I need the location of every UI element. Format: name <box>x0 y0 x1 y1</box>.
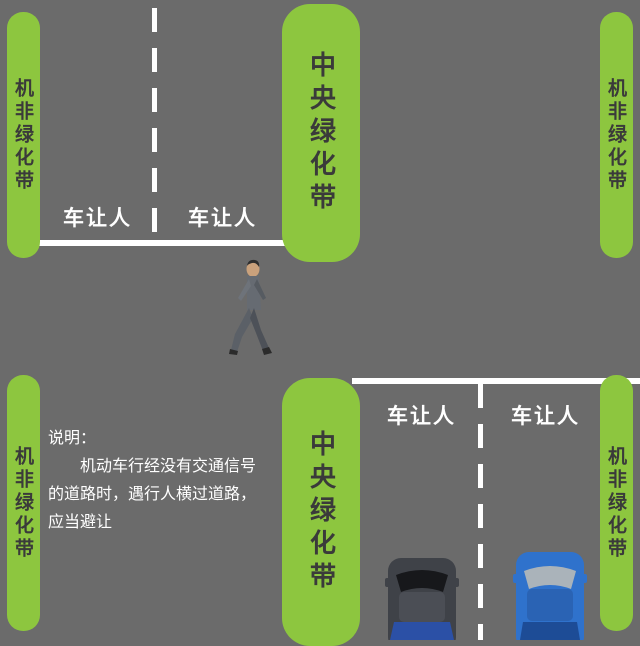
greenbelt-top-right: 机非绿化带 <box>600 12 633 258</box>
yield-marking-top-right: 车让人 <box>188 206 257 230</box>
greenbelt-top-left: 机非绿化带 <box>7 12 40 258</box>
pedestrian-figure <box>229 259 272 355</box>
yield-marking-bottom-left: 车让人 <box>387 404 456 428</box>
greenbelt-bottom-right: 机非绿化带 <box>600 375 633 631</box>
greenbelt-label: 机非绿化带 <box>12 77 34 193</box>
note-line-2: 的道路时，遇行人横过道路， <box>48 484 257 503</box>
note-title: 说明： <box>48 428 97 447</box>
central-greenbelt-label: 中央绿化带 <box>305 50 336 216</box>
lane-divider-dashed-bottom <box>478 384 483 640</box>
greenbelt-bottom-left: 机非绿化带 <box>7 375 40 631</box>
greenbelt-label: 机非绿化带 <box>605 445 627 561</box>
central-greenbelt-top: 中央绿化带 <box>282 4 360 262</box>
yield-marking-top-left: 车让人 <box>63 206 132 230</box>
central-greenbelt-bottom: 中央绿化带 <box>282 378 360 646</box>
note-line-1: 机动车行经没有交通信号 <box>80 456 257 475</box>
stop-line-top <box>34 240 286 246</box>
lane-divider-dashed-top <box>152 8 157 244</box>
greenbelt-label: 机非绿化带 <box>605 77 627 193</box>
greenbelt-label: 机非绿化带 <box>12 445 34 561</box>
note-line-3: 应当避让 <box>48 512 113 531</box>
car-blue-topview <box>513 552 587 640</box>
car-dark-topview <box>385 558 459 640</box>
explanation-note: 说明： 机动车行经没有交通信号 的道路时，遇行人横过道路， 应当避让 <box>48 424 304 536</box>
yield-marking-bottom-right: 车让人 <box>511 404 580 428</box>
stop-line-bottom <box>352 378 640 384</box>
central-greenbelt-label: 中央绿化带 <box>305 429 336 595</box>
